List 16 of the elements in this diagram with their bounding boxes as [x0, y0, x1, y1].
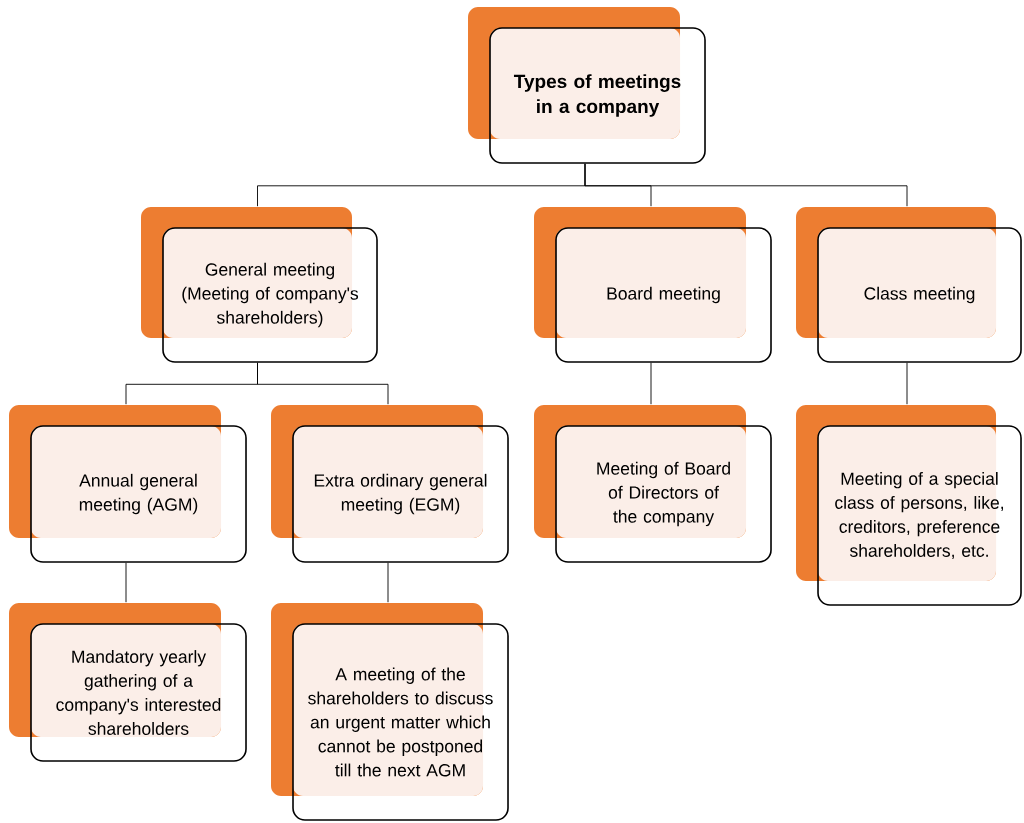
layered-box: Extra ordinary general meeting (EGM)	[271, 405, 509, 563]
layered-box: Meeting of Board of Directors of the company	[534, 405, 772, 563]
layered-box: Board meeting	[534, 207, 772, 363]
connector-line	[650, 362, 652, 405]
layered-box: Annual general meeting (AGM)	[9, 405, 247, 563]
connector-line	[125, 562, 127, 603]
connector-line	[584, 163, 908, 207]
layered-box: Types of meetings in a company	[468, 7, 706, 164]
layered-box: A meeting of the shareholders to discuss an urgent matter which cannot be postponed till the next AGM	[271, 603, 509, 821]
layered-box: General meeting (Meeting of company's shareholders)	[141, 207, 378, 363]
connector-line	[387, 562, 389, 603]
layered-box: Mandatory yearly gathering of a company's interested shareholders	[9, 603, 247, 762]
connector-line	[257, 362, 389, 405]
layered-box: Class meeting	[796, 207, 1022, 363]
connector-line	[906, 362, 908, 405]
layered-box: Meeting of a special class of persons, like, creditors, preference shareholders, etc.	[796, 405, 1022, 606]
